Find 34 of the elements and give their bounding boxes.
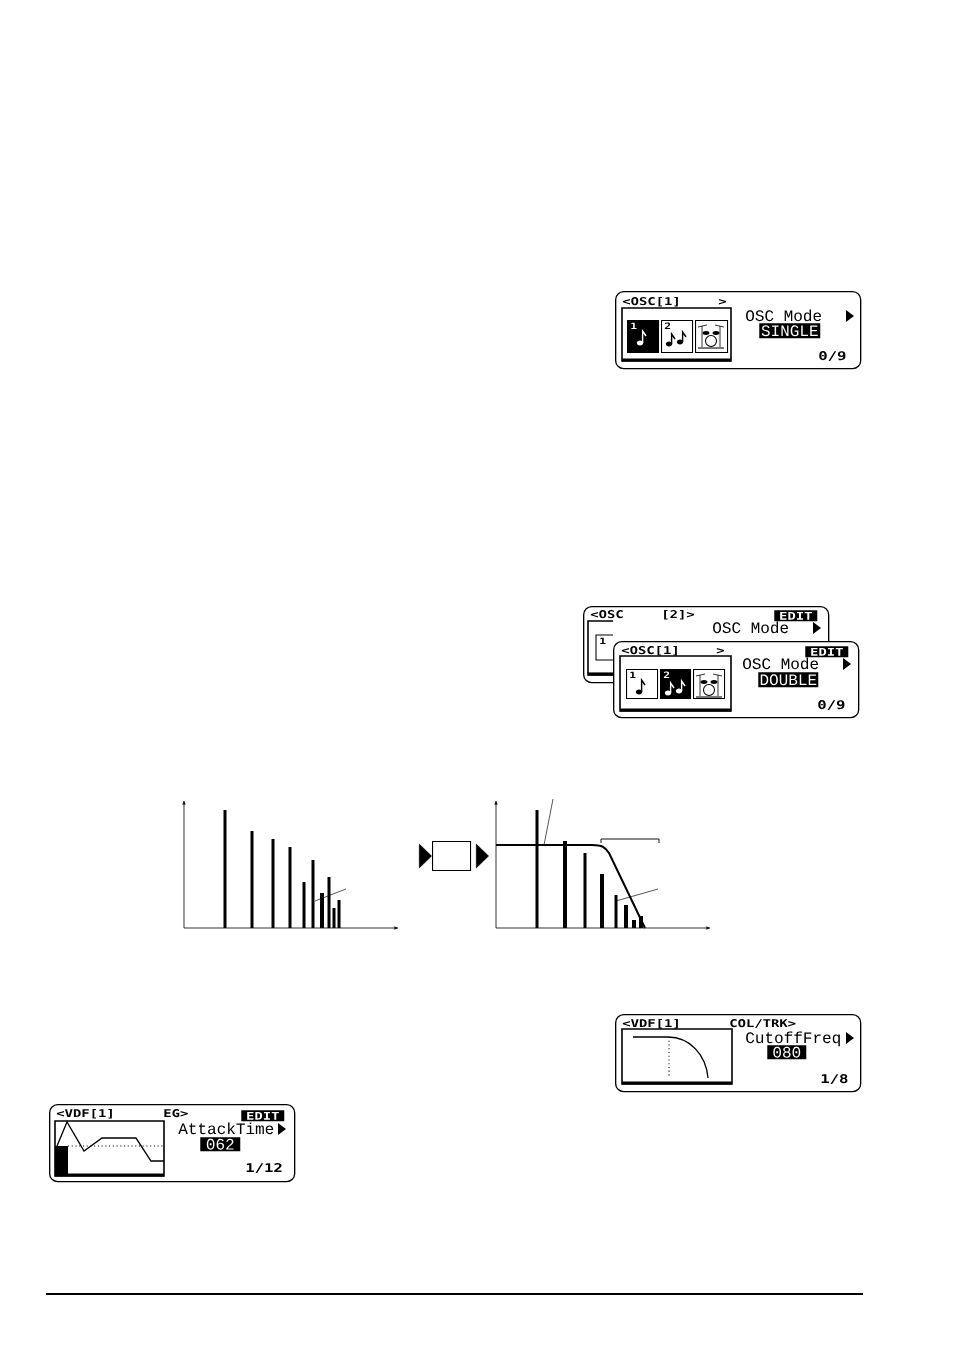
parameter-name: CutoffFreq [746,1031,840,1047]
screen-header: <OSC[1] [622,296,678,307]
mode-tile: 2 [660,669,692,700]
page-number: 1/8 [821,1074,848,1085]
arrow [418,843,432,869]
filter-box [432,841,472,872]
screen-header: <OSC [590,610,623,619]
screen-header: EG> [164,1109,188,1118]
mode-tile: 1 [627,320,660,354]
mode-tile: 2 [661,320,694,354]
parameter-value: 080 [767,1045,807,1060]
parameter-value: DOUBLE [758,672,819,688]
screen-header: > [718,298,727,305]
arrow [475,843,489,869]
page-number: 0/9 [818,700,845,711]
screen-header: [2]> [664,609,695,620]
parameter-name: OSC Mode [743,657,819,670]
drum-kit-icon [693,669,726,700]
page-number: 0/9 [819,351,846,362]
screen-header: <VDF[1] [622,1018,678,1029]
edit-indicator: EDIT [774,610,818,622]
screen-header: COL/TRK> [730,1019,796,1028]
parameter-name: OSC Mode [746,309,822,322]
mode-tile: 1 [626,669,659,700]
parameter-name: OSC Mode [713,621,789,634]
parameter-name: AttackTime [178,1122,274,1135]
screen-header: > [716,647,725,654]
drum-kit-icon [695,320,729,354]
parameter-value: SINGLE [759,323,821,339]
mode-tile: 1 [595,634,614,661]
page-number: 1/12 [246,1163,282,1174]
screen-header: <OSC[1] [621,645,677,656]
screen-header: <VDF[1] [56,1108,112,1119]
parameter-value: 062 [200,1137,241,1152]
